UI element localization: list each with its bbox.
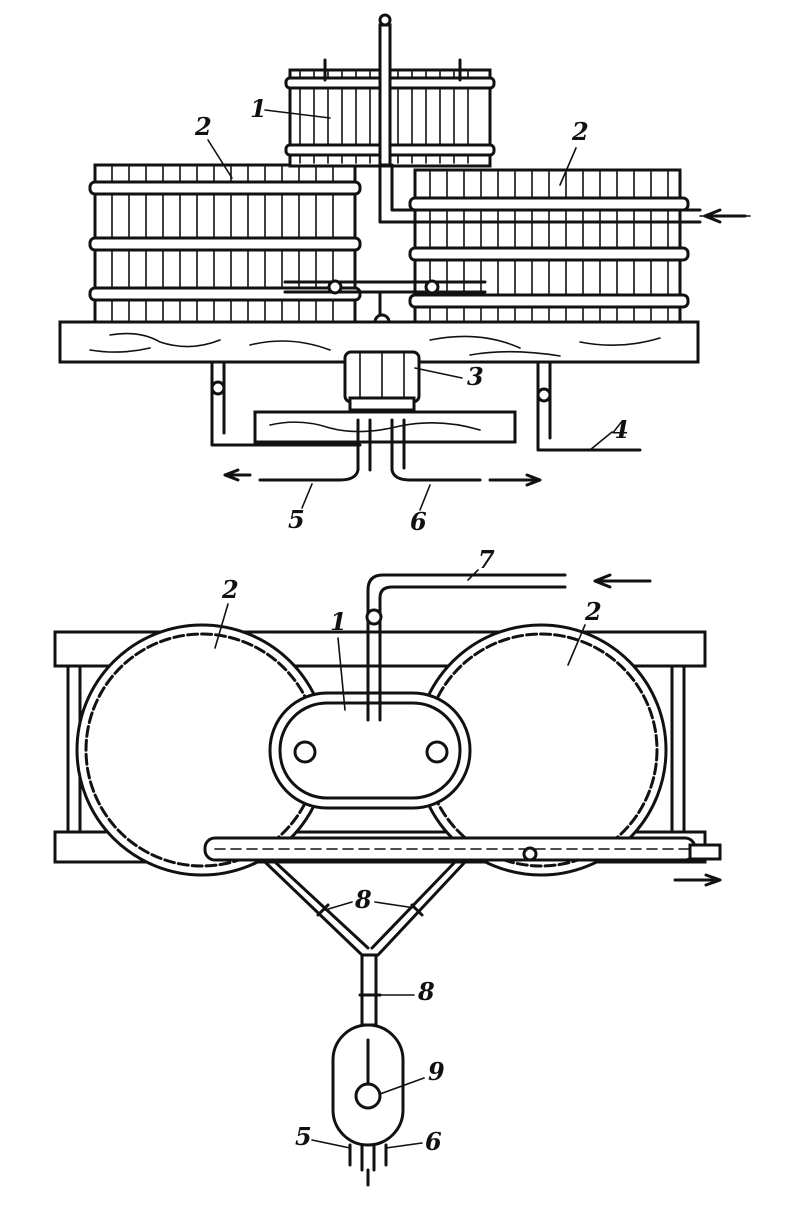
barrel-right xyxy=(408,168,690,330)
barrel-left xyxy=(88,163,362,327)
label-3: 3 xyxy=(467,362,484,391)
label-5-top: 5 xyxy=(288,505,305,534)
label-6-top: 6 xyxy=(410,507,427,536)
barrel-small xyxy=(284,13,496,168)
label-2-bottom-left: 2 xyxy=(221,575,239,604)
vessel-9 xyxy=(331,1023,405,1187)
elevation-view xyxy=(58,13,751,487)
labels: 1 2 2 3 4 5 6 7 2 1 2 8 8 xyxy=(194,94,629,1156)
label-1-bottom: 1 xyxy=(330,607,347,636)
label-8-v: 8 xyxy=(354,885,372,914)
label-2-top-right: 2 xyxy=(571,117,589,146)
label-1-top: 1 xyxy=(250,94,267,123)
label-2-top-left: 2 xyxy=(194,112,212,141)
label-6-bottom: 6 xyxy=(425,1127,442,1156)
label-9: 9 xyxy=(428,1057,445,1086)
vessel-center-plan xyxy=(268,691,472,810)
distributor xyxy=(343,350,421,412)
label-2-bottom-right: 2 xyxy=(584,597,602,626)
label-7: 7 xyxy=(478,545,495,574)
plan-view xyxy=(53,573,722,1187)
label-5-bottom: 5 xyxy=(295,1122,312,1151)
tank-right-plan xyxy=(414,623,668,877)
label-4: 4 xyxy=(612,415,629,444)
drain-pipe-plan xyxy=(203,836,722,887)
label-8-lower: 8 xyxy=(417,977,435,1006)
